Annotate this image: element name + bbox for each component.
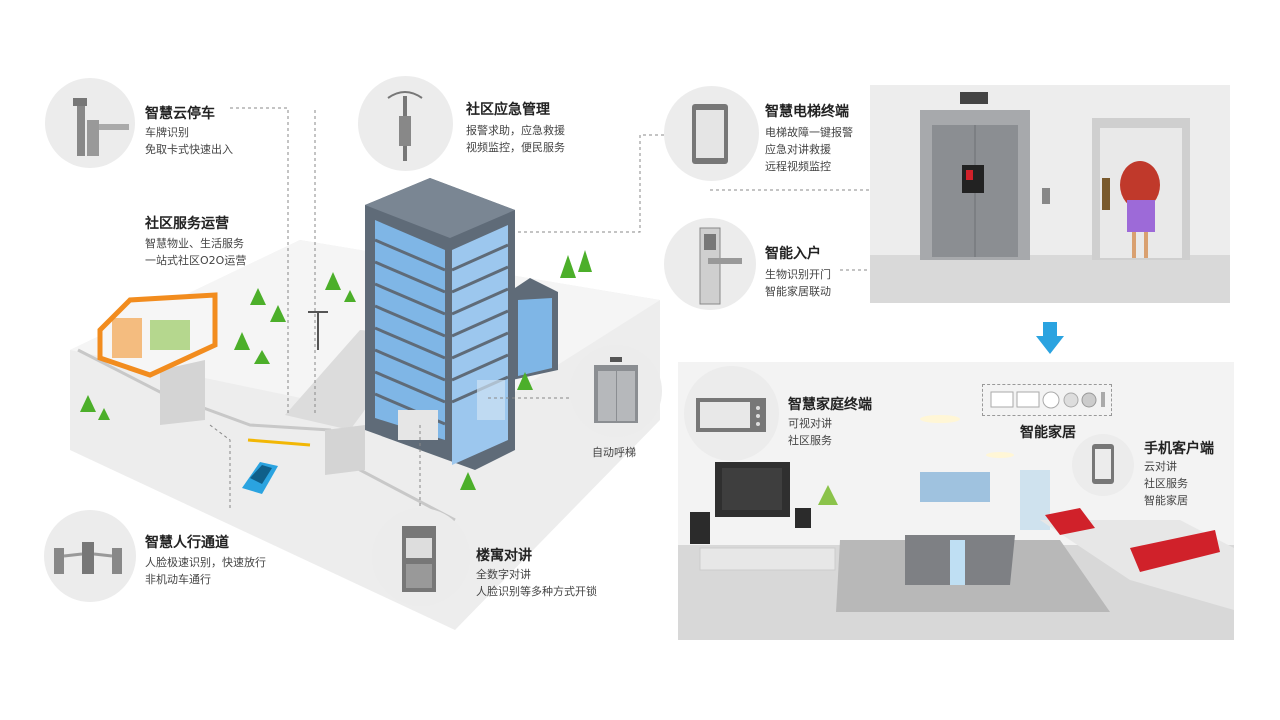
turnstile-icon (54, 542, 122, 574)
smart-home-switches (982, 384, 1112, 416)
street-lamp-scene (308, 311, 328, 350)
intercom-line-1: 全数字对讲 (476, 568, 531, 581)
elevator-terminal-title: 智慧电梯终端 (765, 104, 849, 120)
parking-desc: 车牌识别 免取卡式快速出入 (145, 124, 233, 158)
arrow-down-icon (1036, 322, 1064, 354)
intercom-circle (372, 508, 470, 606)
intercom-desc: 全数字对讲 人脸识别等多种方式开锁 (476, 566, 597, 600)
elevator-icon (594, 357, 638, 423)
car-illustration (242, 462, 278, 494)
emergency-desc: 报警求助，应急救援 视频监控，便民服务 (466, 122, 565, 156)
pedestrian-line-1: 人脸极速识别，快速放行 (145, 556, 266, 569)
entry-line-2: 智能家居联动 (765, 285, 831, 298)
mobile-title: 手机客户端 (1144, 441, 1214, 457)
elevator-lobby-panel (870, 85, 1230, 303)
intercom-panel-icon (402, 526, 436, 592)
auto-call-label: 自动呼梯 (592, 446, 636, 459)
emergency-circle (358, 76, 453, 171)
intercom-line-2: 人脸识别等多种方式开锁 (476, 585, 597, 598)
trees (80, 250, 592, 490)
elevator-line-1: 电梯故障一键报警 (765, 126, 853, 139)
community-title: 社区服务运营 (145, 216, 229, 232)
home-terminal-desc: 可视对讲 社区服务 (788, 415, 832, 449)
emergency-line-1: 报警求助，应急救援 (466, 124, 565, 137)
barrier-gate-icon (73, 98, 129, 156)
mobile-line-3: 智能家居 (1144, 494, 1188, 507)
living-room-panel (678, 362, 1234, 640)
pedestrian-line-2: 非机动车通行 (145, 573, 211, 586)
emergency-title: 社区应急管理 (466, 102, 550, 118)
street-lamp-icon (387, 91, 423, 161)
home-terminal-line-1: 可视对讲 (788, 417, 832, 430)
home-terminal-line-2: 社区服务 (788, 434, 832, 447)
video-phone-icon (696, 398, 766, 432)
intercom-title: 楼寓对讲 (476, 548, 532, 564)
entry-line-1: 生物识别开门 (765, 268, 831, 281)
pedestrian-desc: 人脸极速识别，快速放行 非机动车通行 (145, 554, 266, 588)
fence (77, 348, 456, 522)
elevator-terminal-desc: 电梯故障一键报警 应急对讲救援 远程视频监控 (765, 124, 853, 175)
elevator-line-2: 应急对讲救援 (765, 143, 831, 156)
auto-call-circle (570, 345, 662, 437)
community-line-1: 智慧物业、生活服务 (145, 237, 244, 250)
parking-line-1: 车牌识别 (145, 126, 189, 139)
elevator-line-3: 远程视频监控 (765, 160, 831, 173)
entry-desc: 生物识别开门 智能家居联动 (765, 266, 831, 300)
tablet-icon (692, 104, 728, 164)
community-desc: 智慧物业、生活服务 一站式社区O2O运营 (145, 235, 246, 269)
community-line-2: 一站式社区O2O运营 (145, 254, 247, 267)
pedestrian-circle (44, 510, 136, 602)
entry-title: 智能入户 (765, 246, 821, 262)
home-terminal-circle (684, 366, 779, 461)
shop-illustration (97, 292, 218, 378)
mobile-line-2: 社区服务 (1144, 477, 1188, 490)
elevator-terminal-circle (664, 86, 759, 181)
second-building (512, 278, 558, 380)
parking-line-2: 免取卡式快速出入 (145, 143, 233, 156)
smart-home-title: 智能家居 (1020, 425, 1076, 441)
entry-circle (664, 218, 756, 310)
emergency-line-2: 视频监控，便民服务 (466, 141, 565, 154)
main-building (365, 178, 515, 470)
parking-circle (45, 78, 135, 168)
door-lock-icon (699, 227, 742, 305)
pedestrian-title: 智慧人行通道 (145, 535, 229, 551)
mobile-line-1: 云对讲 (1144, 460, 1177, 473)
mobile-desc: 云对讲 社区服务 智能家居 (1144, 458, 1188, 509)
mobile-circle (1072, 434, 1134, 496)
parking-title: 智慧云停车 (145, 106, 215, 122)
smartphone-icon (1092, 444, 1114, 484)
home-terminal-title: 智慧家庭终端 (788, 397, 872, 413)
